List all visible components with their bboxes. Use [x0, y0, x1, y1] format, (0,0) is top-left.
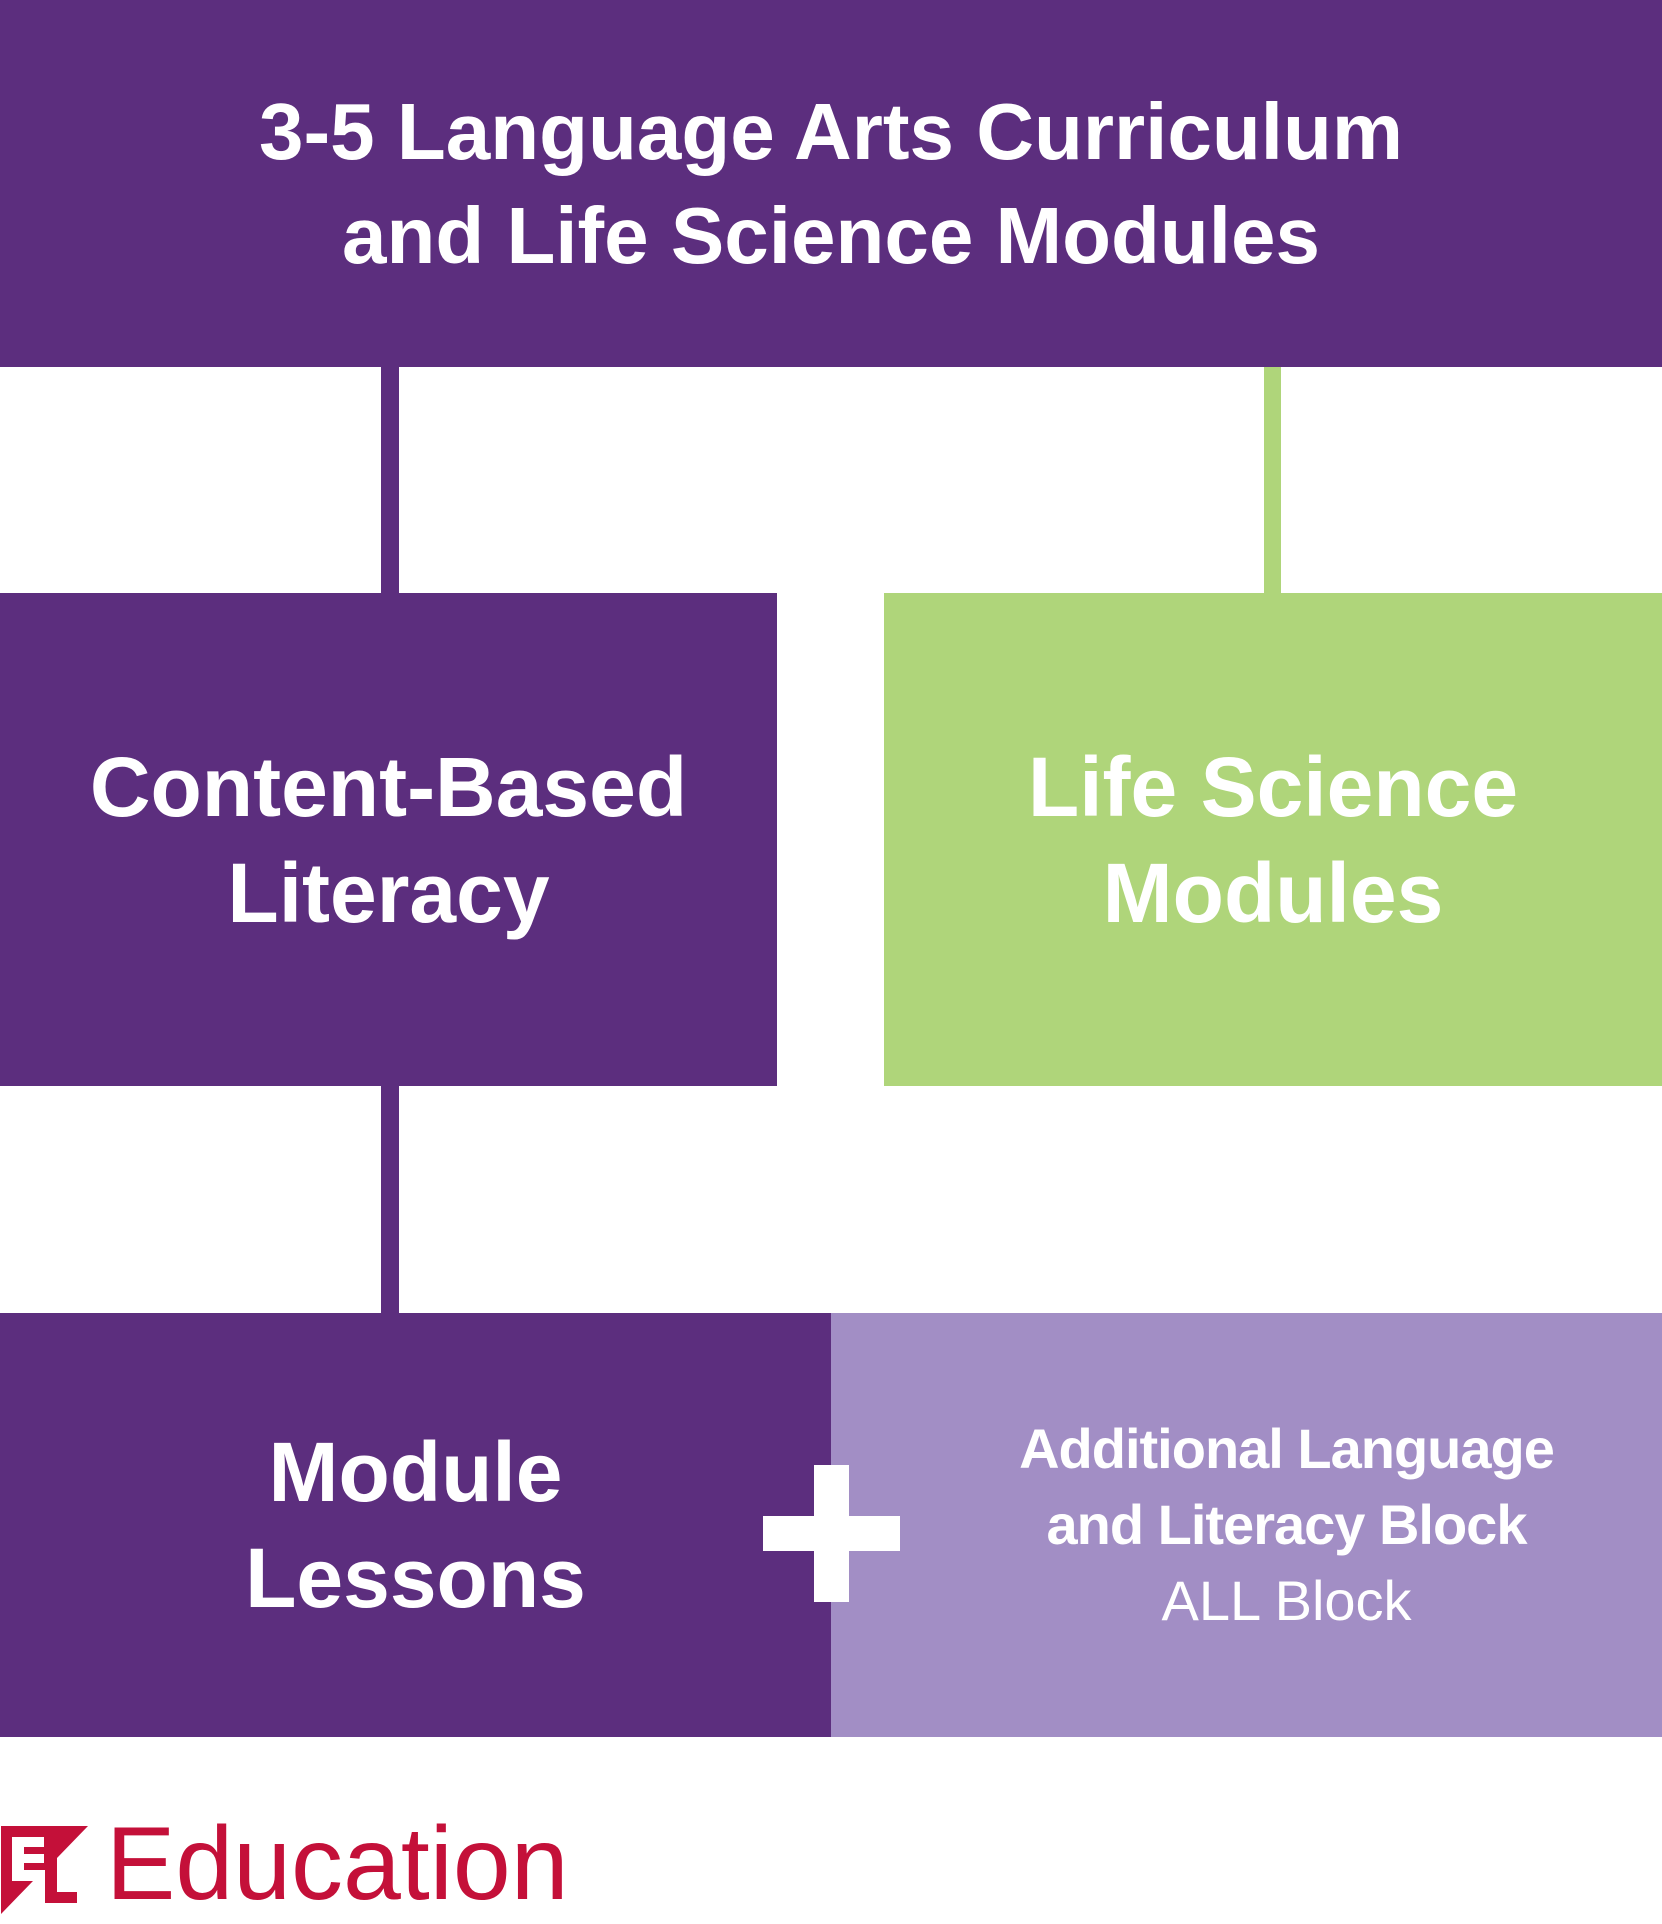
bottom-right-line-1: Additional Language [1019, 1417, 1555, 1480]
right-box-line-2: Modules [1102, 845, 1444, 940]
bottom-left-line-1: Module [268, 1425, 563, 1519]
connector-left-bottom [381, 1086, 399, 1313]
bottom-left-line-2: Lessons [245, 1531, 586, 1625]
connector-left-top [381, 367, 399, 593]
el-education-logo: Education [0, 1806, 620, 1922]
module-lessons-box: Module Lessons [0, 1313, 831, 1737]
content-based-literacy-box: Content-Based Literacy [0, 593, 777, 1086]
title-line-1: 3-5 Language Arts Curriculum [259, 86, 1403, 176]
left-box-line-2: Literacy [227, 845, 550, 940]
right-box-line-1: Life Science [1027, 739, 1519, 834]
all-block-box: Additional Language and Literacy Block A… [831, 1313, 1662, 1737]
title-line-2: and Life Science Modules [341, 190, 1320, 280]
left-box-line-1: Content-Based [89, 739, 688, 834]
bottom-right-line-2: and Literacy Block [1046, 1493, 1528, 1556]
life-science-modules-box: Life Science Modules [884, 593, 1662, 1086]
el-logo-mark [1, 1826, 88, 1914]
bottom-right-line-3: ALL Block [1161, 1569, 1412, 1632]
connector-right-top [1264, 367, 1281, 593]
curriculum-title-box: 3-5 Language Arts Curriculum and Life Sc… [0, 0, 1662, 367]
logo-text: Education [106, 1806, 569, 1922]
